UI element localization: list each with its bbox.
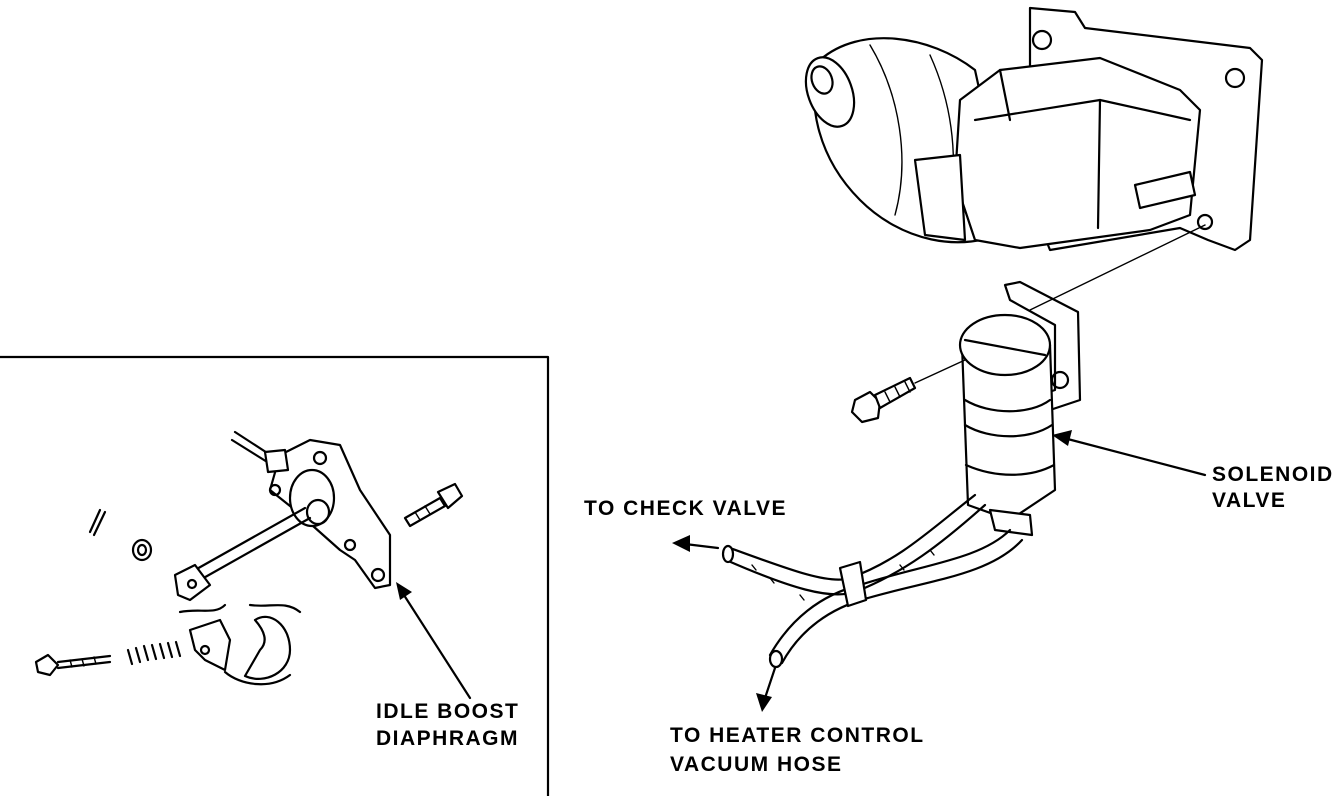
check-valve-arrow — [672, 535, 720, 552]
to-heater-control-label-line2: VACUUM HOSE — [670, 753, 843, 776]
adjusting-screw-and-spring — [34, 640, 182, 677]
to-heater-control-label-line1: TO HEATER CONTROL — [670, 724, 925, 747]
mounting-guide-line — [1029, 224, 1206, 311]
solenoid-mounting-bolt — [850, 359, 966, 424]
solenoid-valve-label-line1: SOLENOID — [1212, 463, 1334, 486]
washer — [131, 538, 153, 562]
solenoid-valve-label-line2: VALVE — [1212, 489, 1287, 512]
idle-boost-arrow — [396, 582, 472, 700]
idle-boost-diaphragm-assembly — [173, 430, 392, 602]
cotter-pin — [88, 508, 107, 537]
idle-boost-diaphragm-label-line2: DIAPHRAGM — [376, 727, 519, 750]
inset-frame — [0, 355, 550, 798]
vacuum-hoses — [721, 493, 1024, 669]
solenoid-valve-arrow — [1052, 430, 1207, 477]
diaphragm-bolt — [403, 482, 464, 528]
heater-control-arrow — [756, 666, 777, 712]
to-check-valve-label: TO CHECK VALVE — [584, 497, 788, 520]
motor-assembly — [804, 6, 1264, 252]
throttle-body-lever — [178, 603, 302, 686]
solenoid-valve — [958, 280, 1082, 537]
idle-boost-diaphragm-label-line1: IDLE BOOST — [376, 700, 520, 723]
